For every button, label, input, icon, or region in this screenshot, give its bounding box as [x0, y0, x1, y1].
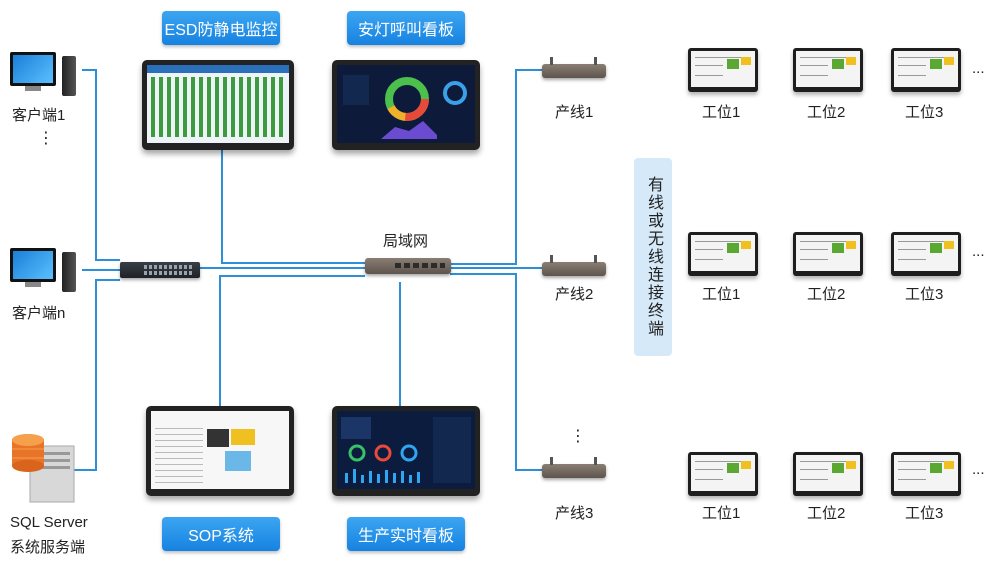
client-n-computer: [10, 248, 80, 294]
terminal-connection-panel: 有线或无线连接终端: [634, 158, 672, 356]
row1-station2-tablet: [793, 48, 863, 92]
sop-screen: [146, 406, 294, 496]
monitor-icon: [10, 248, 56, 282]
line-3-label: 产线3: [555, 505, 594, 522]
server-label-1: SQL Server: [10, 514, 88, 531]
row1-station2-label: 工位2: [807, 104, 846, 121]
row2-station3-tablet: [891, 232, 961, 276]
production-board-screen: [332, 406, 480, 496]
row3-station2-label: 工位2: [807, 505, 846, 522]
row2-more: ...: [972, 243, 985, 260]
line-1-label: 产线1: [555, 104, 594, 121]
tower-icon: [62, 252, 76, 292]
row3-station3-label: 工位3: [905, 505, 944, 522]
row3-more: ...: [972, 461, 985, 478]
row1-station1-tablet: [688, 48, 758, 92]
andon-board-button[interactable]: 安灯呼叫看板: [347, 11, 465, 45]
sop-system-button[interactable]: SOP系统: [162, 517, 280, 551]
row2-station1-label: 工位1: [702, 286, 741, 303]
client-dots: ⋮: [38, 130, 54, 147]
client-1-computer: [10, 52, 80, 98]
row2-station2-label: 工位2: [807, 286, 846, 303]
client-1-label: 客户端1: [12, 107, 66, 124]
monitor-icon: [10, 52, 56, 86]
line-dots: ⋮: [570, 428, 586, 445]
andon-board-screen: [332, 60, 480, 150]
row1-station3-label: 工位3: [905, 104, 944, 121]
row1-station3-tablet: [891, 48, 961, 92]
row2-station1-tablet: [688, 232, 758, 276]
row1-more: ...: [972, 60, 985, 77]
lan-label: 局域网: [383, 233, 429, 250]
line-2-router-icon: [542, 255, 606, 276]
lan-router-icon: [365, 258, 451, 274]
tower-icon: [62, 56, 76, 96]
row3-station1-label: 工位1: [702, 505, 741, 522]
row1-station1-label: 工位1: [702, 104, 741, 121]
terminal-connection-label: 有线或无线连接终端: [645, 176, 662, 338]
client-n-label: 客户端n: [12, 305, 66, 322]
line-1-router-icon: [542, 57, 606, 78]
production-board-button[interactable]: 生产实时看板: [347, 517, 465, 551]
network-switch-icon: [120, 262, 200, 278]
row3-station3-tablet: [891, 452, 961, 496]
line-2-label: 产线2: [555, 286, 594, 303]
line-3-router-icon: [542, 457, 606, 478]
esd-monitor-screen: [142, 60, 294, 150]
row2-station2-tablet: [793, 232, 863, 276]
esd-monitor-button[interactable]: ESD防静电监控: [162, 11, 280, 45]
row3-station2-tablet: [793, 452, 863, 496]
database-server-icon: [8, 432, 76, 504]
row2-station3-label: 工位3: [905, 286, 944, 303]
server-label-2: 系统服务端: [10, 539, 86, 556]
row3-station1-tablet: [688, 452, 758, 496]
